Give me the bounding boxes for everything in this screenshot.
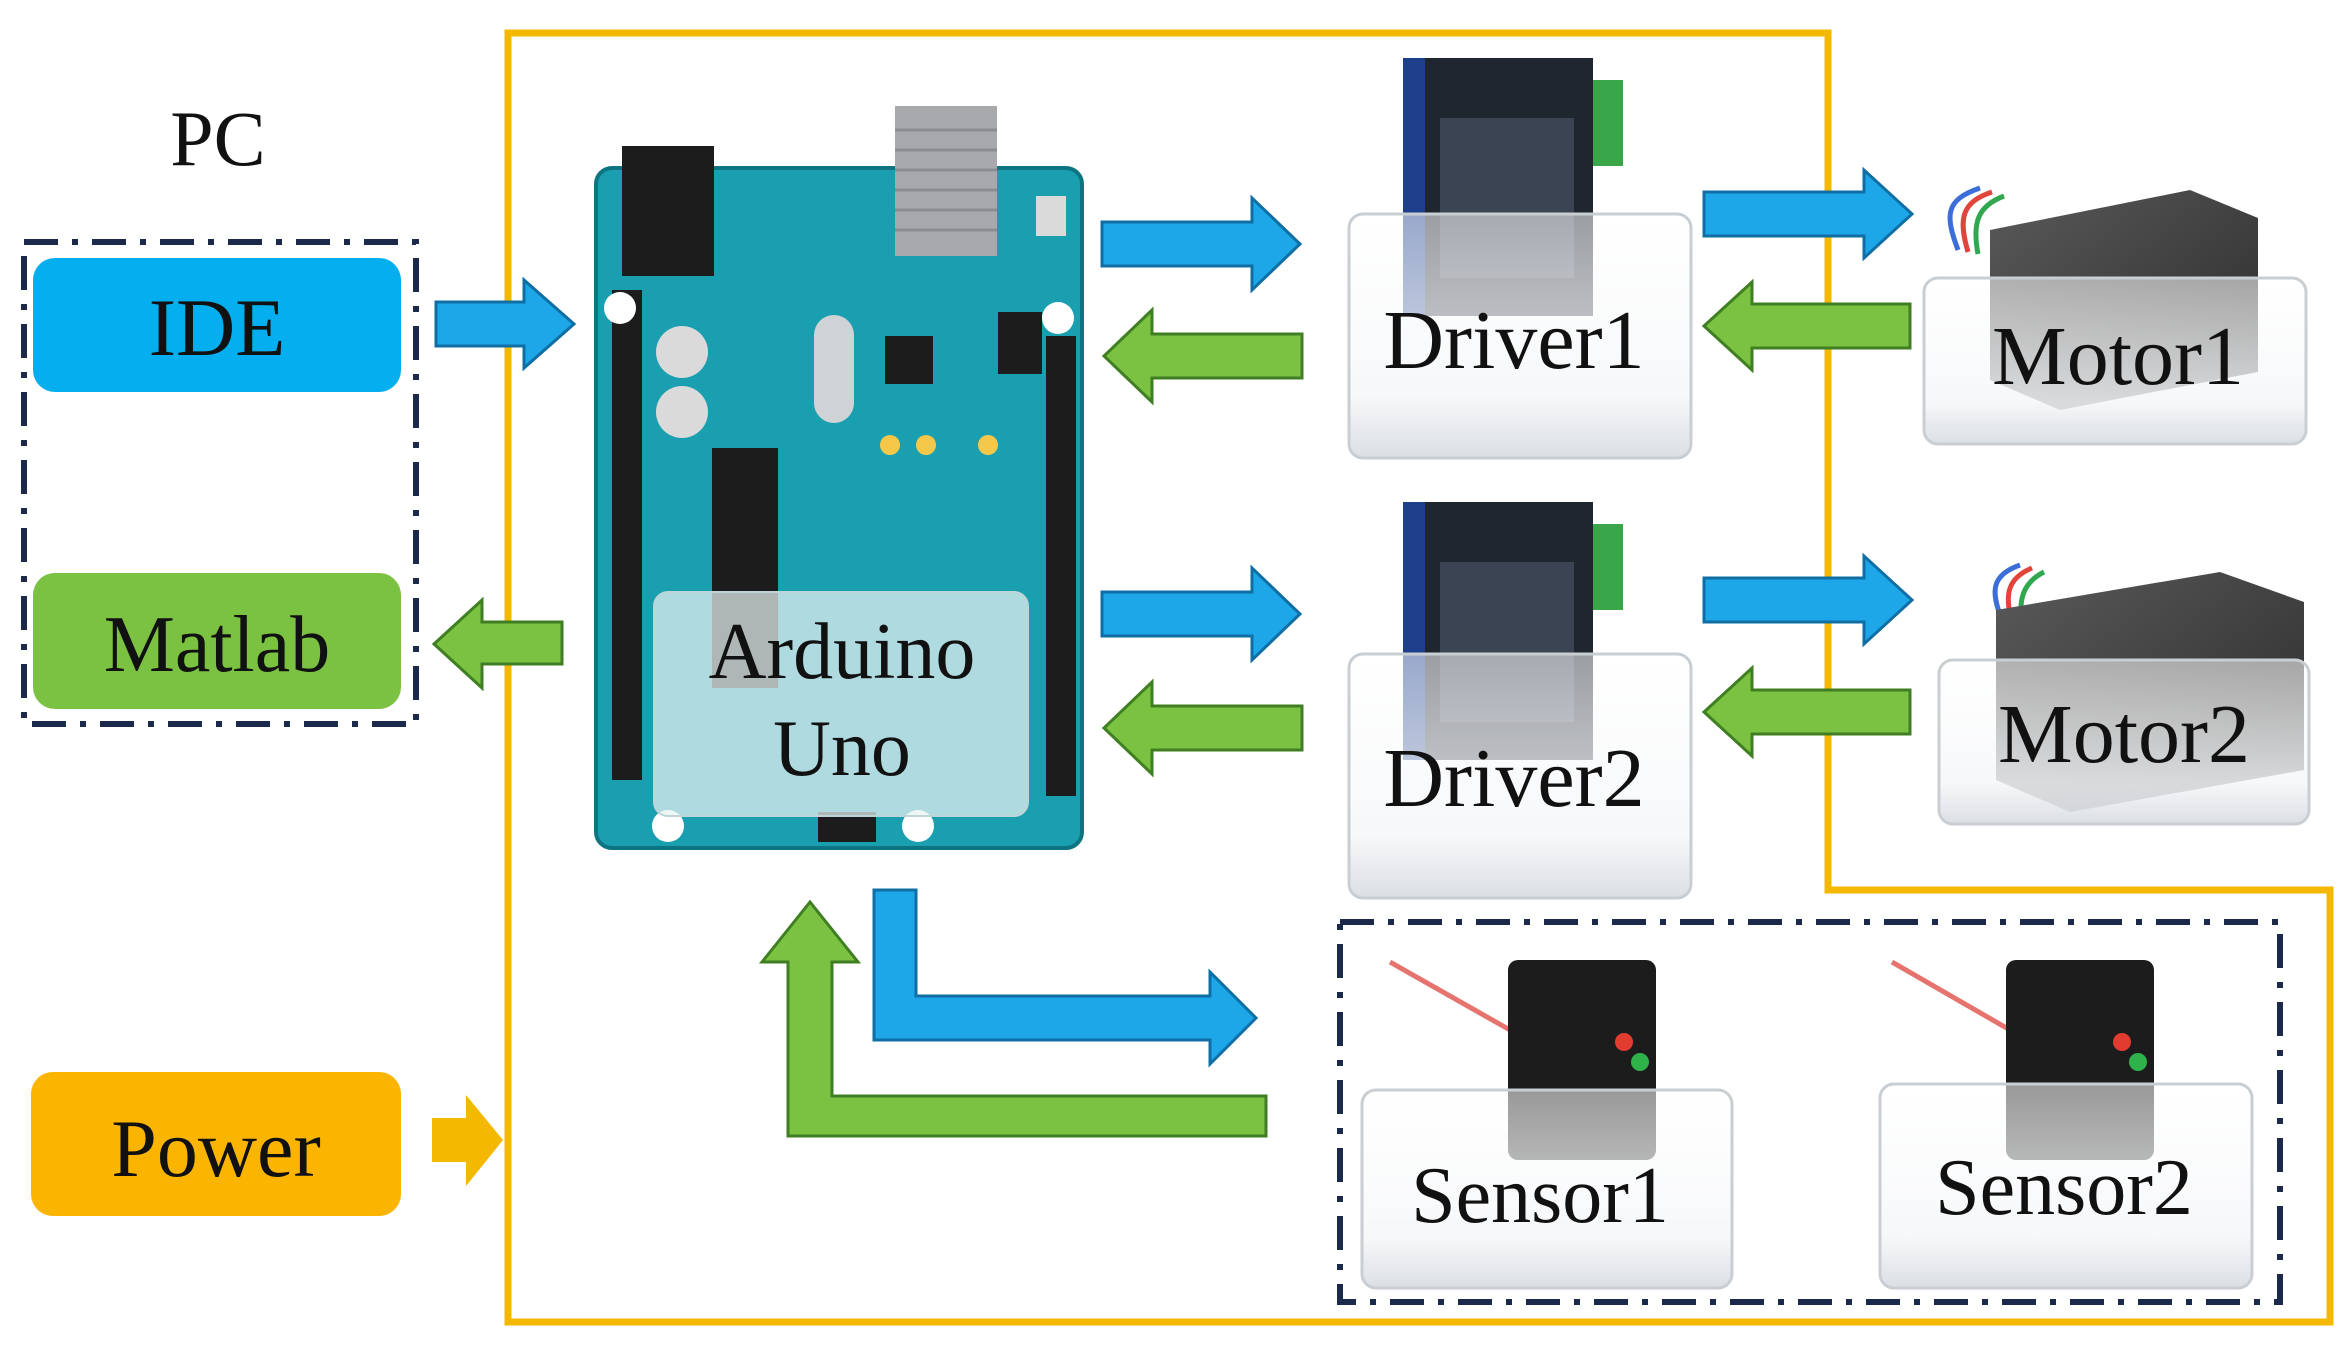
ide-box[interactable]: IDE (33, 258, 401, 392)
arrow-motor1-to-driver1 (1701, 278, 1912, 374)
sensor2-unit: Sensor2 (1878, 959, 2254, 1290)
sensor1-label: Sensor1 (1411, 1152, 1669, 1240)
arrow-ide-to-arduino (434, 276, 577, 372)
arrow-motor2-to-driver2 (1701, 664, 1912, 760)
power-boundary (504, 29, 2334, 1326)
arrow-driver2-to-motor2 (1702, 552, 1915, 648)
motor2-card (1937, 658, 2311, 826)
driver1-label: Driver1 (1383, 294, 1644, 387)
arrow-arduino-to-sensors (872, 888, 1259, 1068)
arduino-label-line1: Arduino (709, 608, 976, 696)
power-label: Power (111, 1103, 321, 1194)
driver2-label: Driver2 (1383, 732, 1644, 825)
arduino-label-panel (653, 591, 1029, 817)
motor1-unit: Motor1 (1922, 185, 2308, 446)
sensor2-label: Sensor2 (1935, 1144, 2193, 1232)
pc-group-border (21, 239, 419, 727)
arrow-sensors-to-arduino (758, 899, 1268, 1138)
arrow-arduino-to-matlab (431, 596, 564, 692)
matlab-box[interactable]: Matlab (33, 573, 401, 709)
motor2-unit: Motor2 (1937, 562, 2311, 826)
ide-label: IDE (149, 282, 286, 373)
driver1-unit: Driver1 (1347, 58, 1693, 460)
driver1-card (1347, 212, 1693, 460)
sensor1-card (1360, 1088, 1734, 1290)
matlab-label: Matlab (104, 601, 331, 689)
power-jack (622, 146, 714, 276)
arrow-driver2-to-arduino (1101, 678, 1304, 778)
motor2-label: Motor2 (1998, 688, 2250, 781)
motor1-card (1922, 276, 2308, 446)
power-arrow (432, 1095, 503, 1186)
pc-title: PC (170, 95, 265, 182)
arrow-driver1-to-motor1 (1702, 166, 1915, 262)
driver2-card (1347, 652, 1693, 900)
sensor2-card (1878, 1082, 2254, 1290)
motor1-label: Motor1 (1992, 310, 2244, 403)
arrow-arduino-to-driver1 (1100, 194, 1303, 294)
sensor1-unit: Sensor1 (1360, 959, 1734, 1290)
driver2-unit: Driver2 (1347, 502, 1693, 900)
sensor-group-border (1337, 919, 2283, 1305)
power-box[interactable]: Power (31, 1072, 401, 1216)
arrow-driver1-to-arduino (1101, 306, 1304, 406)
arrow-arduino-to-driver2 (1100, 564, 1303, 664)
arduino-label-line2: Uno (773, 705, 911, 793)
